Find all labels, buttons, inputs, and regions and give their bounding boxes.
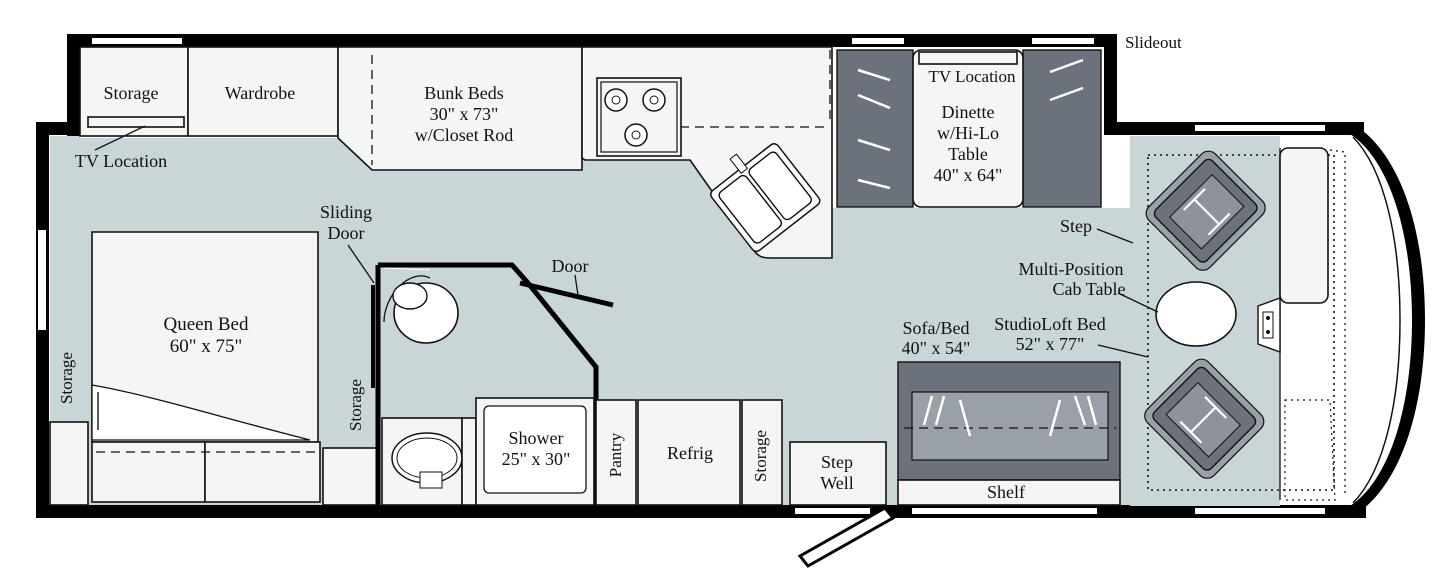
loft-label-1: StudioLoft Bed (994, 314, 1106, 334)
toilet-icon (392, 282, 459, 344)
exterior-walls (36, 34, 1425, 518)
storage-bath-label: Storage (346, 379, 365, 431)
dinette-label-4: 40" x 64" (934, 165, 1003, 185)
loft-label-2: 52" x 77" (1016, 334, 1085, 354)
sofa-bed (897, 361, 1121, 506)
sliding-door-label-1: Sliding (320, 202, 372, 222)
door-label: Door (552, 256, 589, 276)
cab-table-label-1: Multi-Position (1018, 259, 1123, 279)
dinette-label-1: Dinette (942, 102, 995, 122)
slideout-label: Slideout (1125, 33, 1182, 52)
storage-left (49, 421, 89, 506)
sliding-door-label-2: Door (328, 223, 365, 243)
step-label: Step (1060, 216, 1092, 236)
bunk-title-label: Bunk Beds (424, 83, 504, 103)
storage-kitchen (741, 399, 783, 506)
shower-label-1: Shower (509, 428, 564, 448)
shelf-label: Shelf (987, 482, 1025, 502)
cab-area (1144, 147, 1346, 501)
queen-label-2: 60" x 75" (170, 336, 243, 357)
dinette (836, 49, 1102, 208)
shower-label-2: 25" x 30" (502, 449, 571, 469)
bath-counter (461, 417, 477, 506)
shower-pan (483, 405, 587, 494)
storage-left-label: Storage (57, 352, 76, 404)
step-well-label-1: Step (821, 452, 853, 472)
labels: Slideout Storage Wardrobe Bunk Beds 30" … (57, 33, 1182, 502)
refrig-label: Refrig (667, 443, 713, 463)
entry-door (797, 506, 896, 568)
leader-lines (94, 125, 1159, 358)
engine-cover-icon (1257, 297, 1281, 353)
dinette-label-2: w/Hi-Lo (937, 123, 999, 143)
refrigerator (637, 399, 741, 506)
cab-table-label-2: Cab Table (1053, 279, 1126, 299)
pantry (595, 399, 637, 506)
floor-area (50, 136, 1130, 505)
sofa-label-2: 40" x 54" (902, 338, 971, 358)
bath-sink-icon (381, 417, 463, 506)
tv-location-left-label: TV Location (75, 151, 167, 171)
kitchen-sink-icon (710, 143, 821, 253)
wardrobe-label: Wardrobe (225, 83, 296, 103)
storage-top-label: Storage (104, 83, 159, 103)
storage-bath (322, 447, 379, 506)
queen-bed (91, 231, 321, 503)
pantry-label: Pantry (606, 432, 625, 477)
stove-icon (596, 77, 682, 157)
tv-location-top-label: TV Location (928, 67, 1016, 86)
dinette-label-3: Table (948, 144, 988, 164)
step-well-label-2: Well (820, 473, 854, 493)
bunk-note-label: w/Closet Rod (415, 125, 514, 145)
bunk-size-label: 30" x 73" (430, 104, 499, 124)
storage-kitchen-label: Storage (751, 430, 770, 482)
sofa-label-1: Sofa/Bed (903, 318, 970, 338)
step-well (789, 441, 887, 506)
queen-label-1: Queen Bed (164, 314, 249, 335)
